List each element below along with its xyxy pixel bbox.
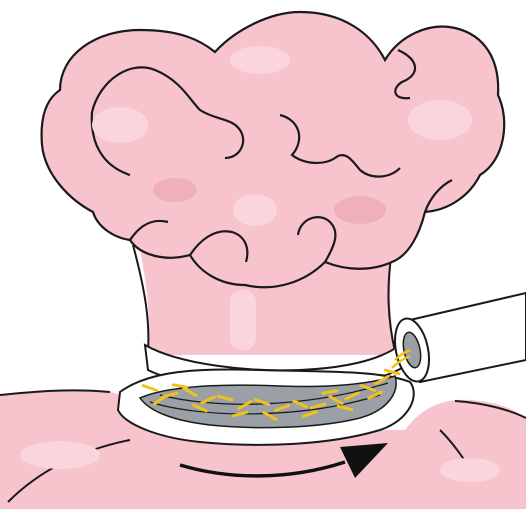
- mass-shadow-2: [153, 178, 197, 202]
- base-highlight: [20, 441, 100, 469]
- base-highlight-2: [440, 458, 500, 482]
- mass-highlight-4: [233, 194, 277, 226]
- mass-highlight-3: [230, 46, 290, 74]
- mass-highlight-1: [92, 107, 148, 143]
- mass-shadow-1: [334, 196, 386, 224]
- mass-highlight-2: [408, 100, 472, 140]
- neck-highlight: [230, 290, 256, 350]
